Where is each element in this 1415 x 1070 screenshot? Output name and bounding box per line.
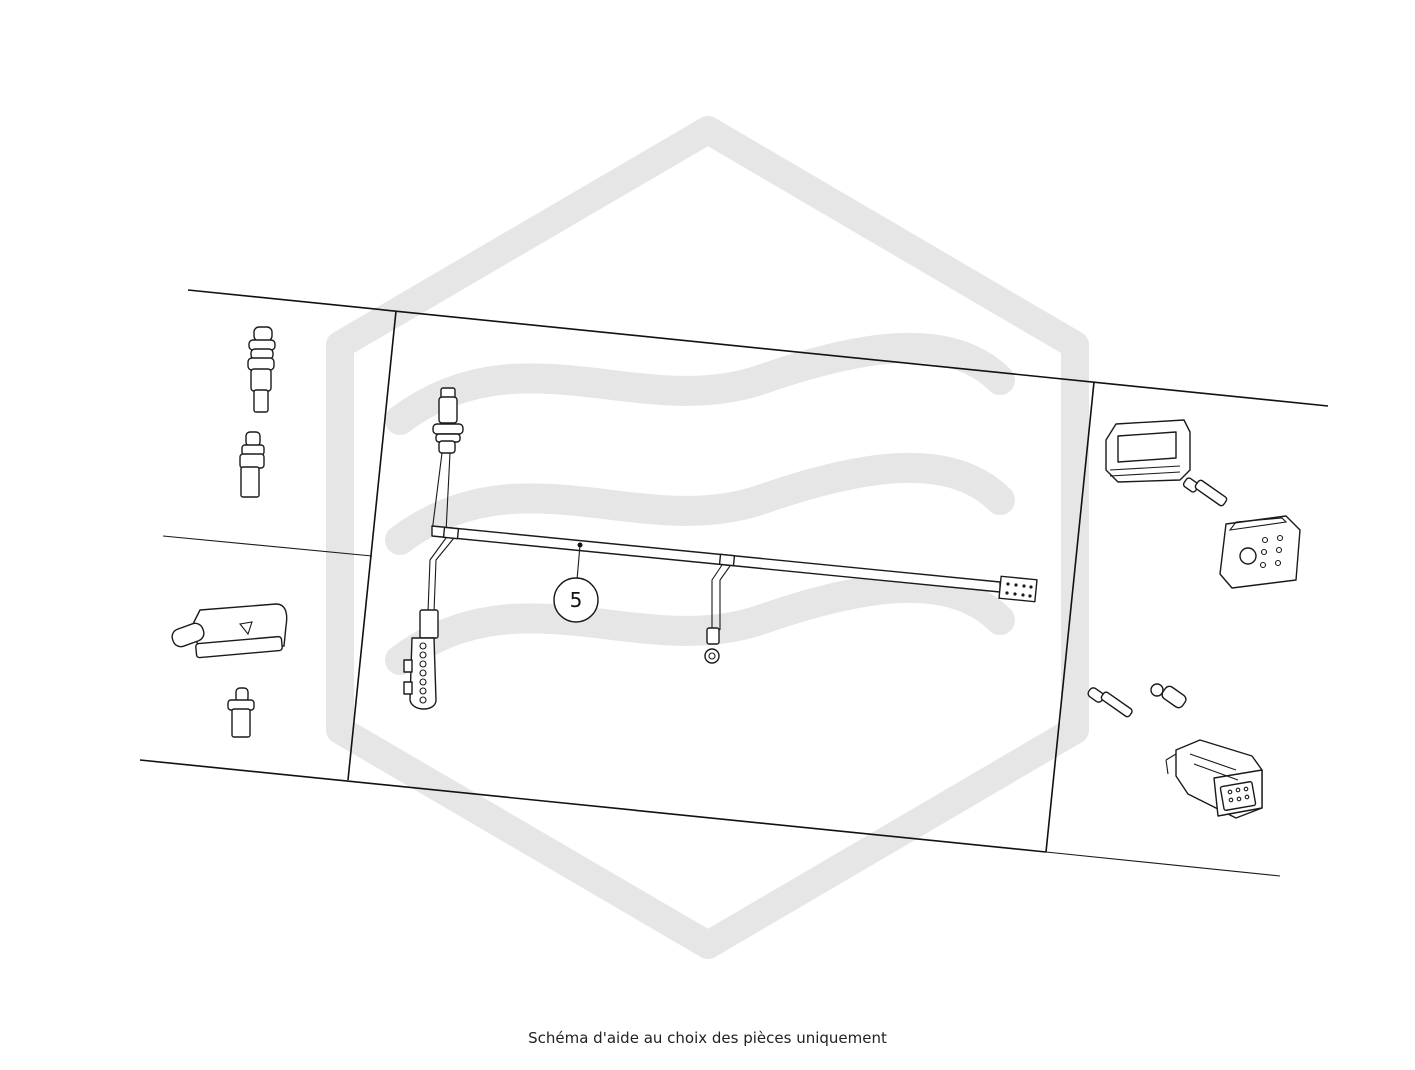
left-connector-pin-large [247,326,276,413]
left-angled-connector [171,603,288,659]
callout-5: 5 [553,542,599,623]
right-terminal-pin-top [1182,477,1228,507]
watermark-logo [326,116,1089,959]
connector-pins [1227,786,1250,803]
left-connector-pin-small [239,431,265,498]
left-terminal-pin [227,687,255,738]
right-terminal-pin-left [1087,687,1133,718]
right-terminal-pin-ring [1150,683,1187,709]
right-multi-pin-connector [1165,739,1263,819]
callout-label: 5 [570,588,583,612]
socket-holes [1259,534,1284,569]
diagram-frame [139,289,1329,877]
wiring-harness [403,387,1038,710]
right-socket-block [1219,515,1301,589]
caption: Schéma d'aide au choix des pièces unique… [528,1029,887,1047]
right-connector-housing [1105,419,1191,483]
pin-connector-holes [419,642,427,704]
end-connector-holes [1005,582,1033,598]
